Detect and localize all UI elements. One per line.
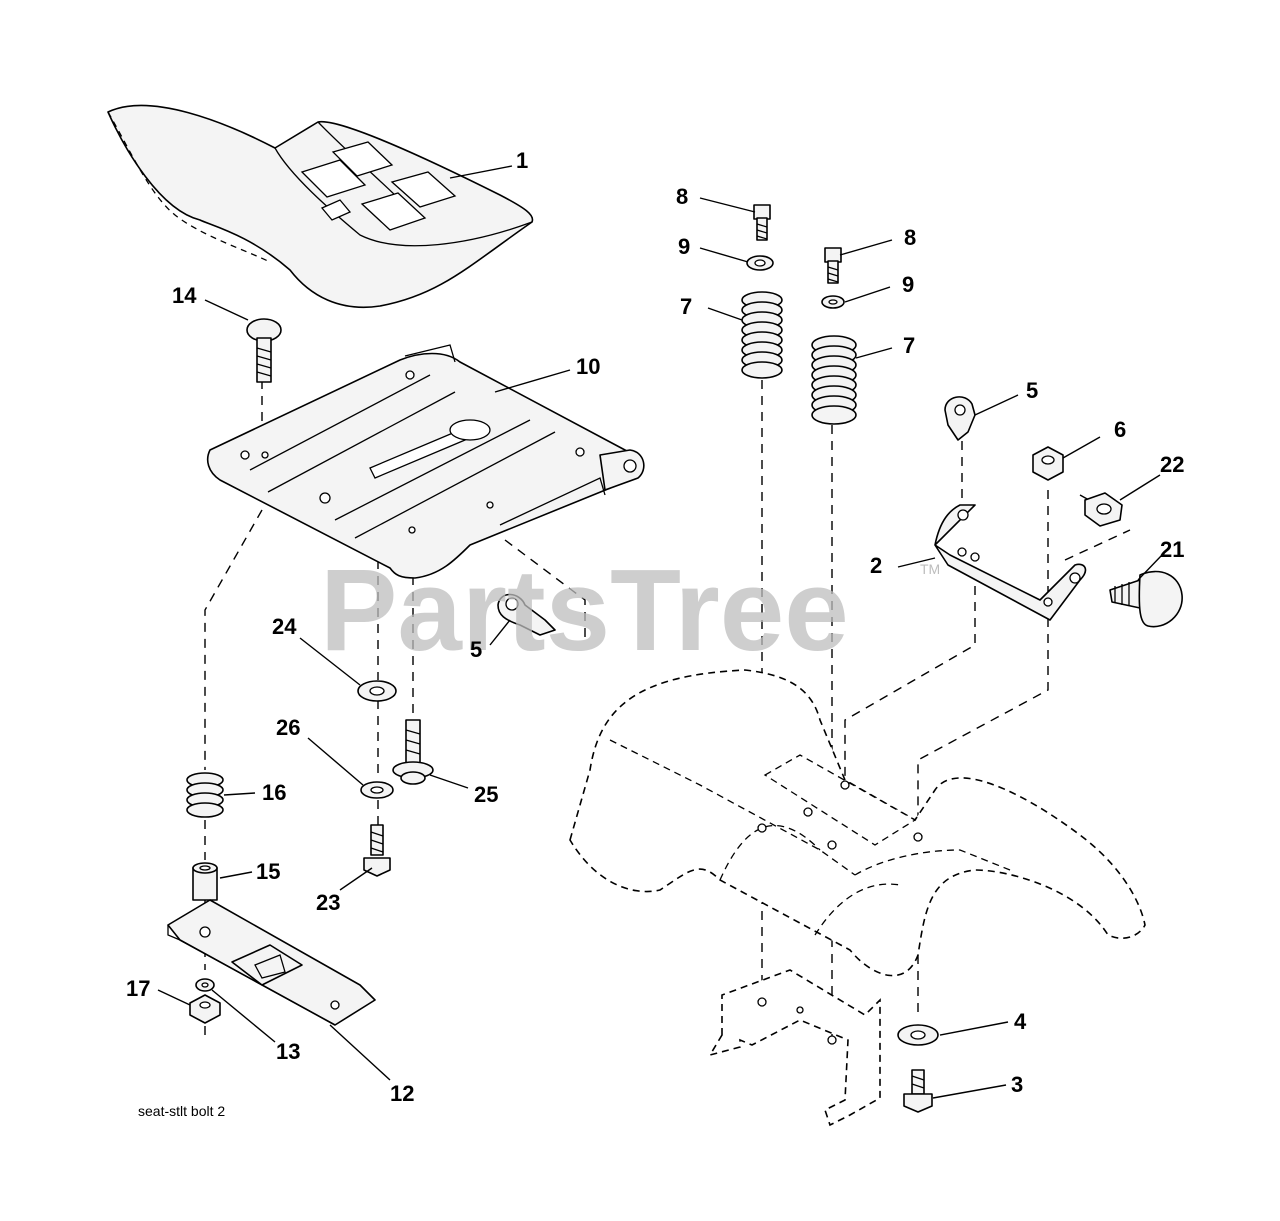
callout-2: 2 — [870, 553, 882, 578]
washer-4 — [897, 1024, 939, 1046]
bolt-3 — [903, 1069, 933, 1113]
callout-26: 26 — [276, 715, 300, 740]
watermark: PartsTree — [320, 545, 849, 675]
callout-6: 6 — [1114, 417, 1126, 442]
callout-17: 17 — [126, 976, 150, 1001]
fender — [569, 669, 1146, 977]
seat-bracket-12 — [167, 899, 376, 1026]
flange-bolt-25 — [392, 719, 434, 785]
callout-5-left: 5 — [470, 637, 482, 662]
callout-13: 13 — [276, 1039, 300, 1064]
callout-15: 15 — [256, 859, 280, 884]
callout-9-left: 9 — [678, 234, 690, 259]
washer-9-left — [746, 255, 774, 271]
seat-bracket-2 — [934, 504, 1087, 621]
callout-numbers: 1 14 10 8 9 7 8 9 7 5 6 22 21 2 5 24 26 … — [126, 148, 1184, 1106]
callout-8-right: 8 — [904, 225, 916, 250]
spacer-15 — [192, 862, 218, 901]
callout-16: 16 — [262, 780, 286, 805]
washer-9-right — [821, 295, 845, 309]
callout-4: 4 — [1014, 1009, 1027, 1034]
bolt-8-left — [753, 204, 771, 241]
callout-1: 1 — [516, 148, 528, 173]
washer-24 — [357, 680, 397, 702]
callout-10: 10 — [576, 354, 600, 379]
callout-9-right: 9 — [902, 272, 914, 297]
shoulder-bolt-21 — [1109, 570, 1183, 628]
seat-pan — [206, 344, 645, 579]
watermark-trademark: TM — [920, 561, 940, 577]
callout-8-left: 8 — [676, 184, 688, 209]
leader-lines — [157, 165, 1163, 1099]
callout-3: 3 — [1011, 1072, 1023, 1097]
lock-washer-26 — [360, 781, 394, 799]
nut-6 — [1032, 446, 1064, 481]
callout-25: 25 — [474, 782, 498, 807]
callout-21: 21 — [1160, 537, 1184, 562]
callout-23: 23 — [316, 890, 340, 915]
spring-16 — [186, 772, 224, 818]
callout-22: 22 — [1160, 452, 1184, 477]
washer-13 — [195, 978, 215, 992]
seat — [107, 104, 534, 308]
spacer-22 — [1084, 492, 1123, 527]
cable-tie-5-right — [944, 396, 976, 441]
lower-mount-bracket — [708, 969, 881, 1127]
nut-17 — [189, 994, 221, 1024]
callout-12: 12 — [390, 1081, 414, 1106]
spring-7-right — [811, 335, 857, 425]
carriage-bolt-14 — [246, 318, 282, 383]
callout-7-left: 7 — [680, 294, 692, 319]
callout-5-right: 5 — [1026, 378, 1038, 403]
callout-14: 14 — [172, 283, 197, 308]
bolt-8-right — [824, 247, 842, 284]
cable-tie-5-left — [497, 593, 556, 636]
bolt-23 — [363, 824, 391, 877]
spring-7-left — [741, 291, 783, 379]
callout-7-right: 7 — [903, 333, 915, 358]
diagram-caption: seat-stlt bolt 2 — [138, 1103, 225, 1119]
callout-24: 24 — [272, 614, 297, 639]
